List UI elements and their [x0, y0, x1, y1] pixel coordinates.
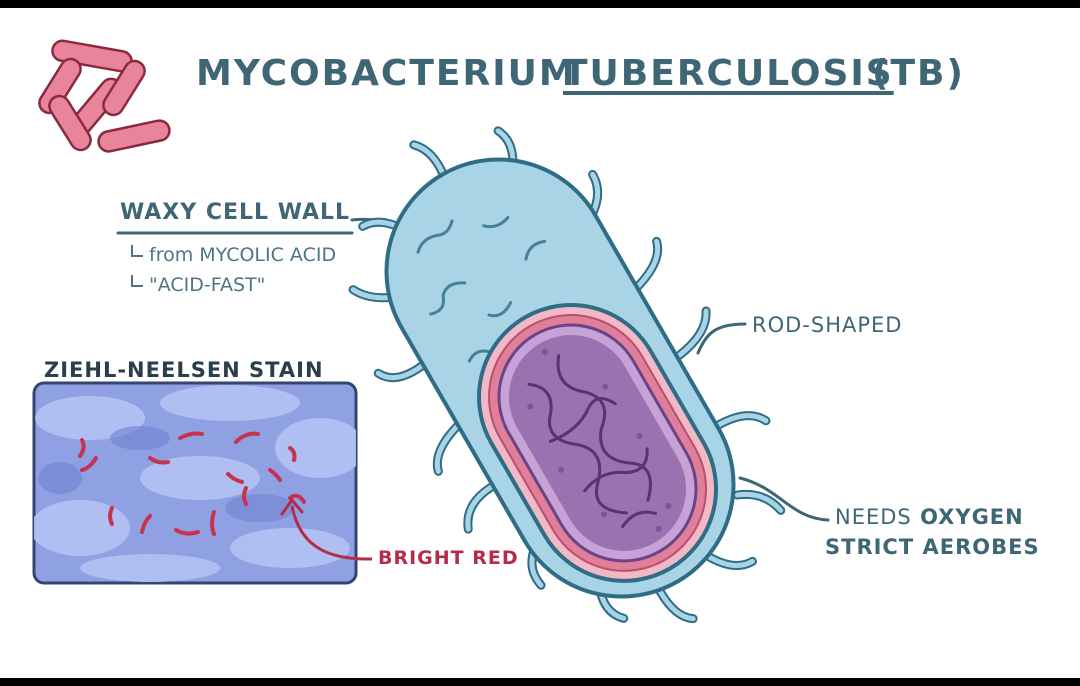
oxygen-text: OXYGEN [920, 505, 1024, 529]
bacteria-logo-icon [38, 39, 171, 153]
waxy-cell-wall-note-mycolic: from MYCOLIC ACID [131, 244, 336, 266]
rod-shaped-leader [696, 322, 747, 355]
bullet-hook-icon [131, 275, 143, 287]
bright-red-leader [290, 505, 373, 561]
illustration [32, 39, 830, 624]
red-bacilli [78, 431, 306, 536]
oxygen-leader [738, 476, 830, 522]
bullet-hook-icon [131, 245, 143, 257]
page-title-part2: TUBERCULOSIS [563, 53, 894, 94]
diagram-canvas: MYCOBACTERIUM TUBERCULOSIS (TB) WAXY CEL… [0, 8, 1080, 678]
page-title-part3: (TB) [872, 53, 965, 94]
waxy-cell-wall-note-acid-fast: "ACID-FAST" [131, 274, 265, 296]
ziehl-neelsen-stain-label: ZIEHL-NEELSEN STAIN [44, 358, 324, 382]
mycolic-acid-text: from MYCOLIC ACID [149, 244, 337, 266]
needs-text: NEEDS [835, 505, 912, 529]
bright-red-label: BRIGHT RED [378, 547, 519, 569]
bacterium-illustration [348, 126, 786, 624]
needs-oxygen-label: NEEDS OXYGEN [835, 505, 1024, 529]
arrowhead-icon [280, 498, 304, 516]
page-title-part1: MYCOBACTERIUM [196, 53, 577, 94]
waxy-cell-wall-label: WAXY CELL WALL [120, 200, 351, 225]
strict-aerobes-label: STRICT AEROBES [825, 535, 1040, 559]
acid-fast-text: "ACID-FAST" [149, 274, 266, 296]
stain-slide [32, 381, 358, 585]
rod-shaped-label: ROD-SHAPED [752, 313, 903, 337]
